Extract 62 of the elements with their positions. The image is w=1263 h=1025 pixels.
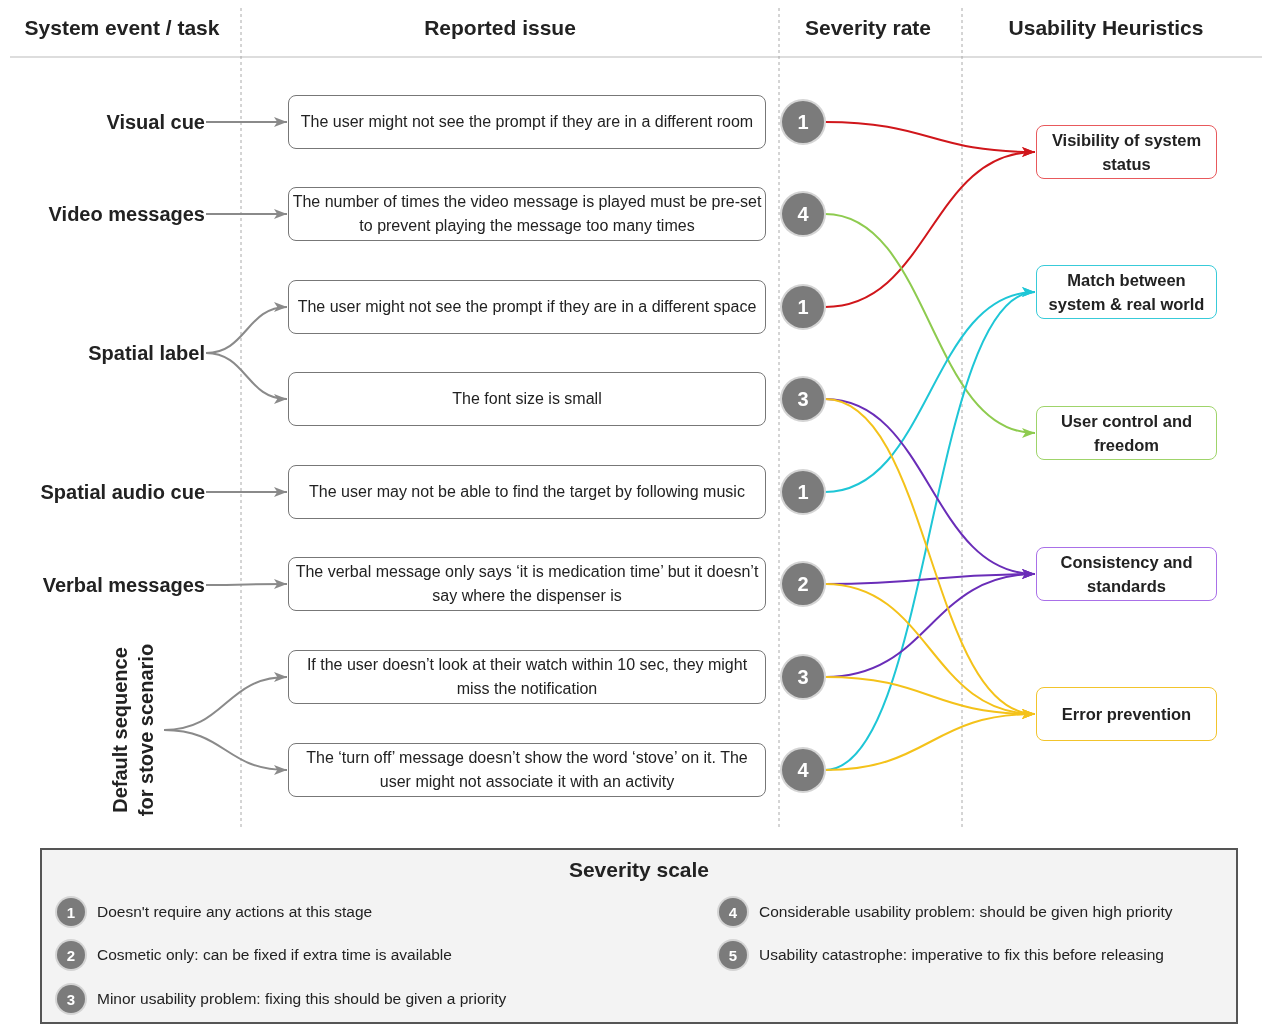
heuristic-text: User control and freedom <box>1059 411 1194 456</box>
severity-badge: 2 <box>782 563 824 605</box>
issue-box <box>288 557 766 611</box>
heuristic-box <box>1036 406 1217 460</box>
panel-title: Severity scale <box>568 858 710 882</box>
severity-badge: 5 <box>719 941 747 969</box>
heuristic-box <box>1036 265 1217 319</box>
severity-description: Cosmetic only: can be fixed if extra time is available <box>97 945 452 965</box>
task-label: Spatial label <box>0 341 205 365</box>
issue-text: The font size is small <box>452 389 602 409</box>
heuristic-box <box>1036 687 1217 741</box>
severity-badge: 1 <box>57 898 85 926</box>
column-header: Usability Heuristics <box>1008 15 1204 41</box>
severity-badge: 1 <box>782 101 824 143</box>
connector-arrow <box>205 209 288 219</box>
connector-arrow <box>205 117 288 127</box>
column-header: System event / task <box>24 15 220 41</box>
issue-text: If the user doesn’t look at their watch within 10 sec, they might miss the notification <box>305 655 749 699</box>
connector-arrow <box>163 729 288 775</box>
issue-box <box>288 743 766 797</box>
heuristic-text: Consistency and standards <box>1059 552 1194 597</box>
task-label: Verbal messages <box>0 573 205 597</box>
column-header: Reported issue <box>424 15 576 41</box>
issue-text: The number of times the video message is played must be pre-set to prevent playing the message too many times <box>291 192 763 236</box>
severity-description: Considerable usability problem: should be given high priority <box>759 902 1173 922</box>
severity-badge: 1 <box>782 471 824 513</box>
severity-badge: 3 <box>782 656 824 698</box>
issue-text: The verbal message only says ‘it is medication time’ but it doesn’t say where the dispenser is <box>294 562 760 606</box>
severity-badge: 4 <box>782 749 824 791</box>
severity-scale-panel <box>40 848 1238 1024</box>
severity-badge: 4 <box>782 193 824 235</box>
heuristic-box <box>1036 547 1217 601</box>
heuristic-box <box>1036 125 1217 179</box>
severity-badge: 3 <box>57 985 85 1013</box>
issue-text: The user might not see the prompt if they are in a different room <box>300 112 754 132</box>
heuristic-text: Match between system & real world <box>1047 270 1206 315</box>
heuristic-text: Visibility of system status <box>1050 130 1203 175</box>
connector-arrow <box>205 579 288 590</box>
severity-description: Usability catastrophe: imperative to fix this before releasing <box>759 945 1164 965</box>
heuristic-text: Error prevention <box>1061 704 1192 725</box>
task-label: Spatial audio cue <box>0 480 205 504</box>
task-label: Default sequence for stove scenario <box>107 635 163 825</box>
issue-box <box>288 280 766 334</box>
issue-box <box>288 372 766 426</box>
column-header: Severity rate <box>804 15 932 41</box>
severity-badge: 3 <box>782 378 824 420</box>
task-label: Visual cue <box>0 110 205 134</box>
issue-box <box>288 650 766 704</box>
severity-description: Minor usability problem: fixing this should be given a priority <box>97 989 507 1009</box>
issue-box <box>288 95 766 149</box>
severity-badge: 1 <box>782 286 824 328</box>
issue-box <box>288 465 766 519</box>
task-label: Video messages <box>0 202 205 226</box>
severity-badge: 2 <box>57 941 85 969</box>
connector-arrow <box>205 487 288 497</box>
connector-arrow <box>205 352 288 403</box>
connector-arrow <box>824 148 1036 308</box>
issue-text: The user might not see the prompt if they are in a different space <box>297 297 757 317</box>
severity-description: Doesn't require any actions at this stage <box>97 902 373 922</box>
severity-badge: 4 <box>719 898 747 926</box>
issue-text: The ‘turn off’ message doesn’t show the word ‘stove’ on it. The user might not associate it with an activity <box>305 748 749 792</box>
issue-text: The user may not be able to find the target by following music <box>309 482 745 502</box>
